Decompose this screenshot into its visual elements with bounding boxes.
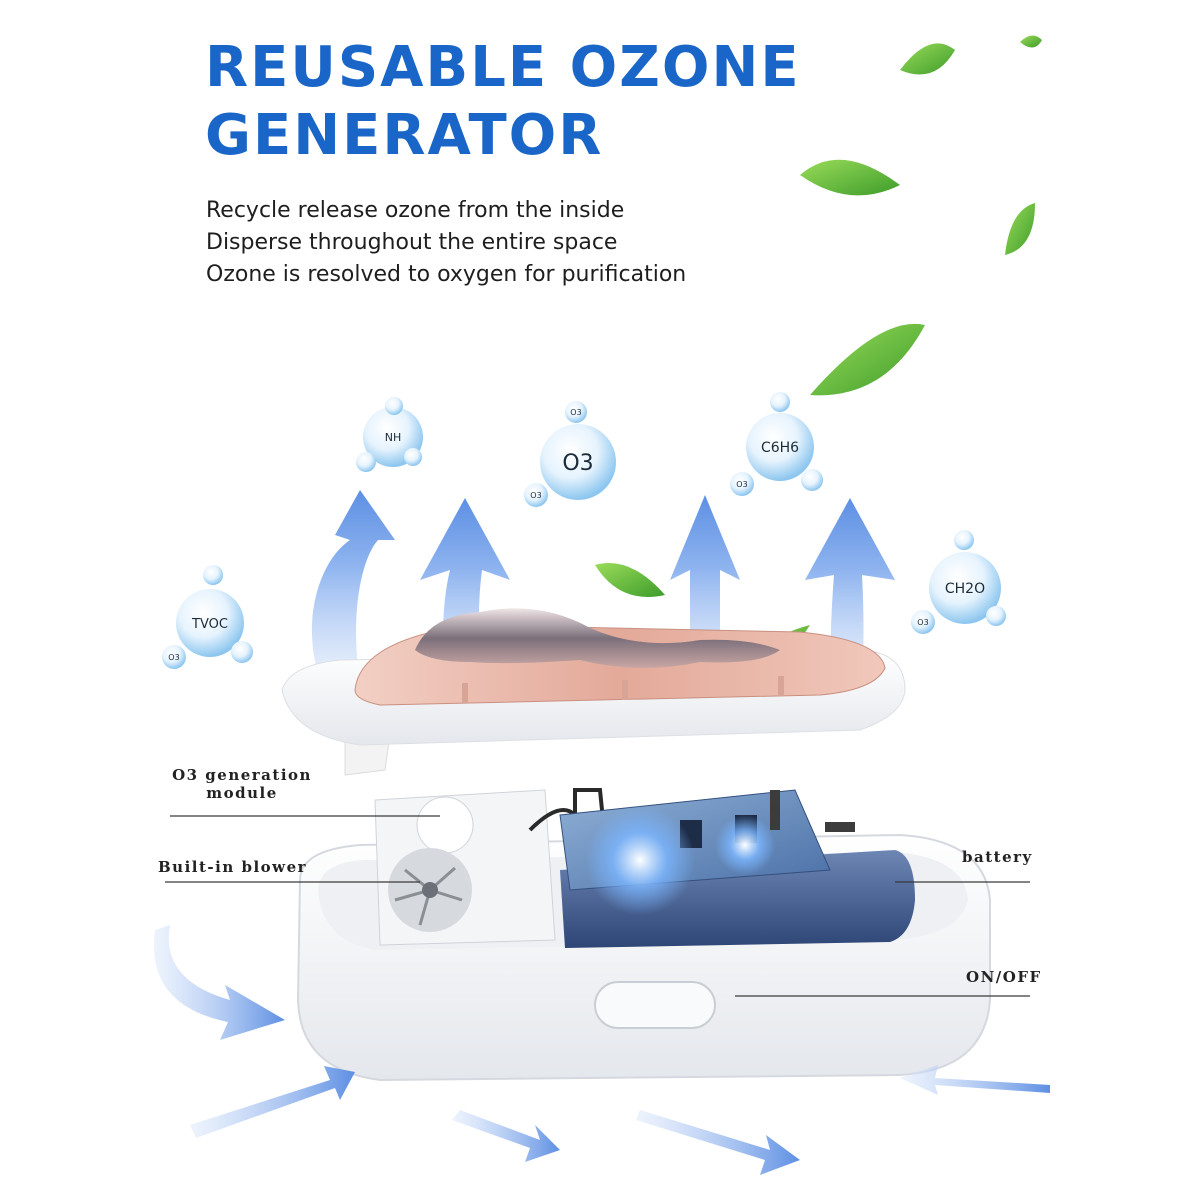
molecule-nh: NH: [356, 397, 423, 472]
molecule-o3-main: O3 O3 O3: [524, 401, 616, 507]
svg-text:C6H6: C6H6: [761, 440, 799, 456]
callout-lines: [165, 815, 1030, 997]
leaf: [1020, 35, 1042, 48]
in-arrow: [190, 1066, 355, 1138]
molecule-bubbles: NH O3 O3 O3 C6H6 O3 TVOC O3: [162, 392, 1006, 669]
in-arrow: [452, 1110, 560, 1162]
up-arrow: [311, 490, 395, 680]
svg-text:O3: O3: [917, 618, 928, 627]
description: Recycle release ozone from the inside Di…: [206, 195, 806, 291]
leaf: [900, 43, 955, 75]
molecule-tvoc: TVOC O3: [162, 565, 253, 669]
callout-battery: battery: [962, 848, 1033, 866]
callout-blower: Built-in blower: [158, 858, 308, 876]
description-line-2: Disperse throughout the entire space: [206, 230, 618, 255]
device-lid: [281, 608, 906, 776]
leaf: [800, 159, 900, 196]
callout-o3-module-line-1: O3 generation: [172, 766, 312, 784]
curved-in-arrow: [153, 925, 285, 1040]
page-title: REUSABLE OZONE GENERATOR: [205, 34, 825, 170]
up-arrow: [420, 498, 510, 680]
leaf: [810, 323, 925, 396]
up-arrow: [670, 495, 740, 680]
up-arrow: [805, 498, 895, 680]
in-arrow: [900, 1065, 1050, 1095]
leaf: [595, 563, 665, 597]
airflow-in-arrows: [153, 925, 1050, 1175]
svg-text:O3: O3: [168, 653, 179, 662]
svg-text:NH: NH: [385, 431, 402, 444]
description-line-1: Recycle release ozone from the inside: [206, 198, 625, 223]
svg-text:O3: O3: [530, 491, 541, 500]
description-line-3: Ozone is resolved to oxygen for purifica…: [206, 262, 687, 287]
title-line-1: REUSABLE OZONE: [205, 35, 801, 100]
callout-o3-module: O3 generation module: [172, 766, 312, 802]
molecule-ch2o: CH2O O3: [911, 530, 1006, 634]
svg-text:O3: O3: [570, 408, 581, 417]
svg-text:TVOC: TVOC: [191, 617, 228, 632]
airflow-up-arrows: [311, 490, 895, 680]
ozone-module-disc: [416, 796, 474, 854]
power-switch: [594, 981, 716, 1029]
svg-text:CH2O: CH2O: [945, 581, 985, 597]
callout-on-off: ON/OFF: [966, 968, 1042, 986]
title-line-2: GENERATOR: [205, 103, 604, 168]
svg-text:O3: O3: [736, 480, 747, 489]
callout-o3-module-line-2: module: [206, 784, 278, 802]
svg-text:O3: O3: [562, 451, 593, 476]
leaf: [1005, 203, 1035, 255]
molecule-c6h6: C6H6 O3: [730, 392, 823, 496]
device-base: [296, 788, 991, 1082]
in-arrow: [636, 1110, 800, 1175]
